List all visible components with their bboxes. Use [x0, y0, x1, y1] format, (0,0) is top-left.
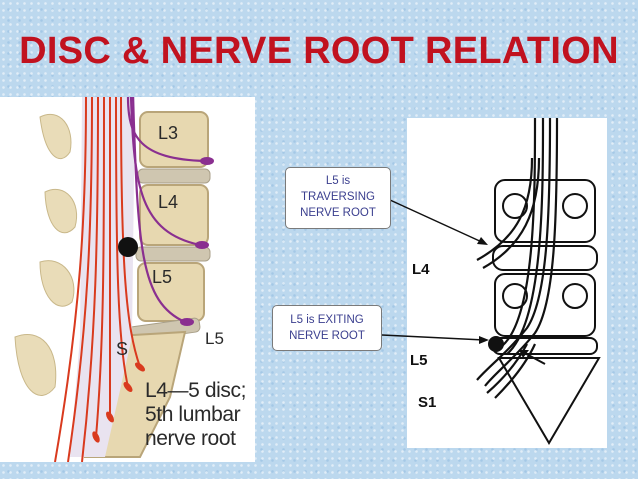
schematic-cauda-2 [506, 118, 545, 355]
sacral-arch [14, 334, 57, 396]
callout-traversing-line-1: L5 is [325, 175, 351, 187]
schematic-pressure-arrowhead [519, 350, 529, 358]
schematic-cauda-3 [476, 118, 552, 381]
callout-exiting-line-1: L5 is EXITING [290, 314, 364, 326]
posterior-arch-l3 [39, 114, 72, 159]
schematic-sacrum [497, 357, 601, 445]
label-l5: L5 [152, 267, 173, 287]
ganglion-red-4 [92, 431, 100, 443]
schematic-label-l5: L5 [410, 352, 428, 369]
nerve-root-red-2 [67, 97, 93, 462]
schematic-root-l4-b [482, 157, 541, 269]
callout-traversing-line-3: NERVE ROOT [300, 207, 376, 219]
schematic-disc-upper [492, 245, 598, 271]
label-l4: L4 [158, 192, 179, 212]
ganglion-red-2 [123, 382, 133, 392]
nerve-root-red-4 [95, 97, 105, 438]
caption-line-1: L4—5 disc; [145, 379, 247, 402]
schematic-label-s1: S1 [418, 394, 437, 411]
purple-nerve-roots [126, 97, 206, 324]
schematic-cauda-1 [501, 118, 537, 347]
pedicle-lower-right [562, 283, 588, 309]
ganglion-red-3 [106, 411, 114, 423]
nerve-root-red-1 [54, 97, 87, 462]
schematic-root-s1-b [494, 343, 537, 399]
ganglion-purple-l5 [180, 318, 194, 326]
disc-l3-l4 [137, 168, 211, 184]
schematic-vertebra-upper [494, 179, 596, 243]
callout-traversing-root: L5 is TRAVERSING NERVE ROOT [285, 167, 391, 229]
nerve-root-purple-l4 [129, 97, 201, 247]
posterior-arch-l4 [44, 189, 77, 234]
callout-traversing-line-2: TRAVERSING [301, 191, 375, 203]
nerve-root-schematic: L4 L5 S1 [407, 118, 607, 448]
nerve-root-red-3 [81, 97, 99, 462]
callout-exiting-root: L5 is EXITING NERVE ROOT [272, 305, 382, 351]
schematic-root-l4-a [476, 157, 534, 261]
nerve-root-red-7 [120, 97, 141, 368]
callout-exiting-line-2: NERVE ROOT [289, 330, 365, 342]
disc-herniation-dot [118, 237, 138, 257]
red-nerve-roots [54, 97, 141, 462]
label-l3: L3 [158, 123, 179, 143]
nerve-root-red-6 [115, 97, 129, 388]
schematic-label-l4: L4 [412, 261, 430, 278]
pedicle-lower-left [502, 283, 528, 309]
ganglion-red-1 [135, 362, 145, 372]
spine-illustration [14, 97, 214, 462]
schematic-vertebra-lower [494, 273, 596, 337]
caption-line-2: 5th lumbar [145, 403, 241, 426]
schematic-herniation-dot [488, 336, 504, 352]
ganglion-purple-l4 [195, 241, 209, 249]
pedicle-upper-left [502, 193, 528, 219]
slide-title: DISC & NERVE ROOT RELATION [19, 30, 619, 72]
schematic-drawing [476, 118, 601, 445]
schematic-cauda-4 [484, 118, 559, 387]
purple-root-ganglia [180, 157, 214, 326]
vertebral-body-l4 [139, 184, 209, 246]
label-s: S [116, 339, 129, 359]
caption-line-3: nerve root [145, 427, 236, 450]
schematic-nerve-roots [476, 118, 559, 399]
figure-caption: L4—5 disc; 5th lumbar nerve root [145, 379, 246, 451]
posterior-arch-l5 [39, 260, 75, 307]
ganglion-purple-l3 [200, 157, 214, 165]
spine-anatomy-figure: L3 L4 L5 S L5 L4—5 disc; 5th lumbar nerv… [0, 97, 255, 462]
label-l5-root: L5 [205, 329, 224, 348]
red-root-ganglia [92, 362, 145, 443]
nerve-root-purple-l3 [126, 97, 206, 163]
disc-l4-l5 [135, 246, 211, 262]
pedicle-upper-right [562, 193, 588, 219]
nerve-root-purple-l5 [131, 97, 186, 324]
schematic-root-s1-a [486, 343, 528, 394]
